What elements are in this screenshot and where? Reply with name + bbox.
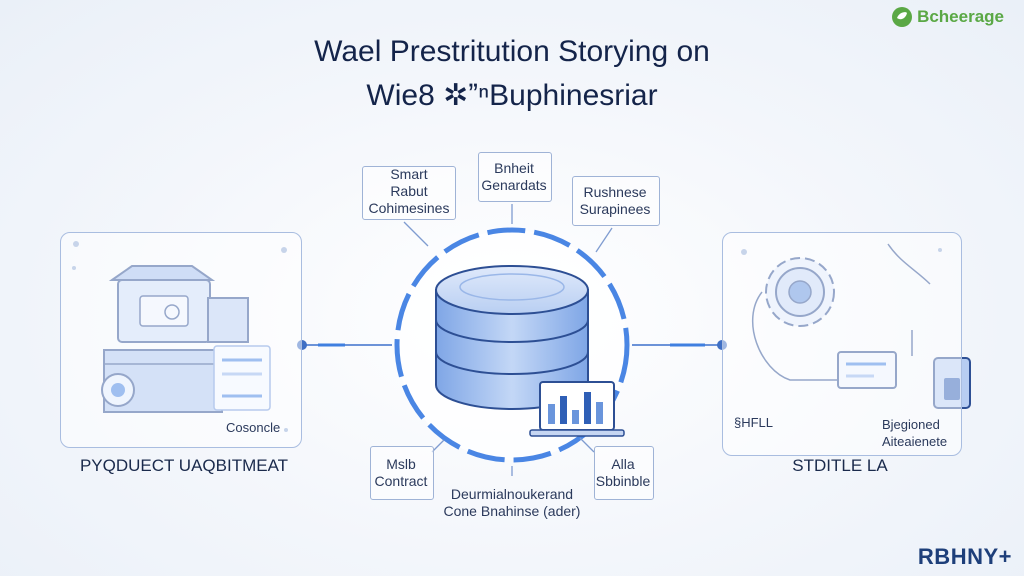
callout-bottom-right-line-2: Sbbinble [595, 473, 651, 489]
page-title: Wael Prestritution Storying on Wie8 ✲ˮⁿB… [0, 30, 1024, 118]
callout-top-left [362, 166, 456, 220]
callout-bottom-right-line-1: Alla [611, 456, 635, 472]
footer-logo: RBHNY+ [917, 544, 1012, 569]
page-title-line-2: Wie8 ✲ˮⁿBuphinesriar [366, 79, 658, 112]
connector-right [632, 340, 727, 350]
callout-top-left-line-2: Rabut [390, 183, 428, 199]
callout-top-right-line-2: Surapinees [579, 201, 651, 217]
callout-bottom-left-line-1: Mslb [386, 456, 416, 472]
brand-logo: Bcheerage [891, 6, 1004, 28]
callout-bottom-left [370, 446, 434, 500]
storage-panel-inner-label-left: §HFLL [734, 415, 774, 430]
connector-left [297, 340, 392, 350]
monitor-chart-icon [529, 381, 625, 437]
callout-top-center-line-2: Genardats [481, 177, 547, 193]
callout-top-right-text: Rushnese Surapinees [572, 184, 658, 218]
callout-bottom-right-text: Alla Sbbinble [594, 456, 652, 490]
brand-leaf-icon [892, 7, 913, 27]
callout-bottom-right [594, 446, 654, 500]
storage-panel [722, 232, 962, 456]
callout-bottom-left-text: Mslb Contract [368, 456, 434, 490]
callout-bottom-center-line-1: Deurmialnoukerand [450, 486, 574, 502]
callout-leaders [403, 204, 613, 476]
callout-top-right-line-1: Rushnese [583, 184, 647, 200]
callout-top-left-line-3: Cohimesines [368, 200, 450, 216]
callout-top-center-line-1: Bnheit [494, 160, 534, 176]
storage-panel-inner-label-right-1: Bjegioned [882, 417, 940, 432]
product-panel-inner-label: Cosoncle [226, 420, 281, 435]
brand-logo-text: Bcheerage [917, 7, 1004, 26]
callout-top-right [572, 176, 660, 226]
storage-panel-inner-label-right-2: Aiteaienete [882, 434, 948, 449]
callout-top-center [478, 152, 552, 202]
callout-bottom-center-text: Deurmialnoukerand Cone Bnahinse (ader) [436, 486, 588, 520]
product-panel-caption: PYQDUECT UAQBITMEAT [79, 456, 289, 475]
callout-bottom-left-line-2: Contract [374, 473, 428, 489]
callout-bottom-center-line-2: Cone Bnahinse (ader) [443, 503, 581, 519]
callout-top-center-text: Bnheit Genardats [478, 160, 550, 194]
callout-top-left-line-1: Smart [390, 166, 428, 182]
product-panel [60, 232, 302, 448]
page-title-line-1: Wael Prestritution Storying on [314, 35, 710, 68]
storage-panel-caption: STDITLE LA [792, 456, 888, 475]
database-icon [435, 265, 589, 410]
storage-panel-inner-label-right: Bjegioned Aiteaienete [882, 416, 947, 450]
callout-top-left-text: Smart Rabut Cohimesines [366, 166, 452, 217]
